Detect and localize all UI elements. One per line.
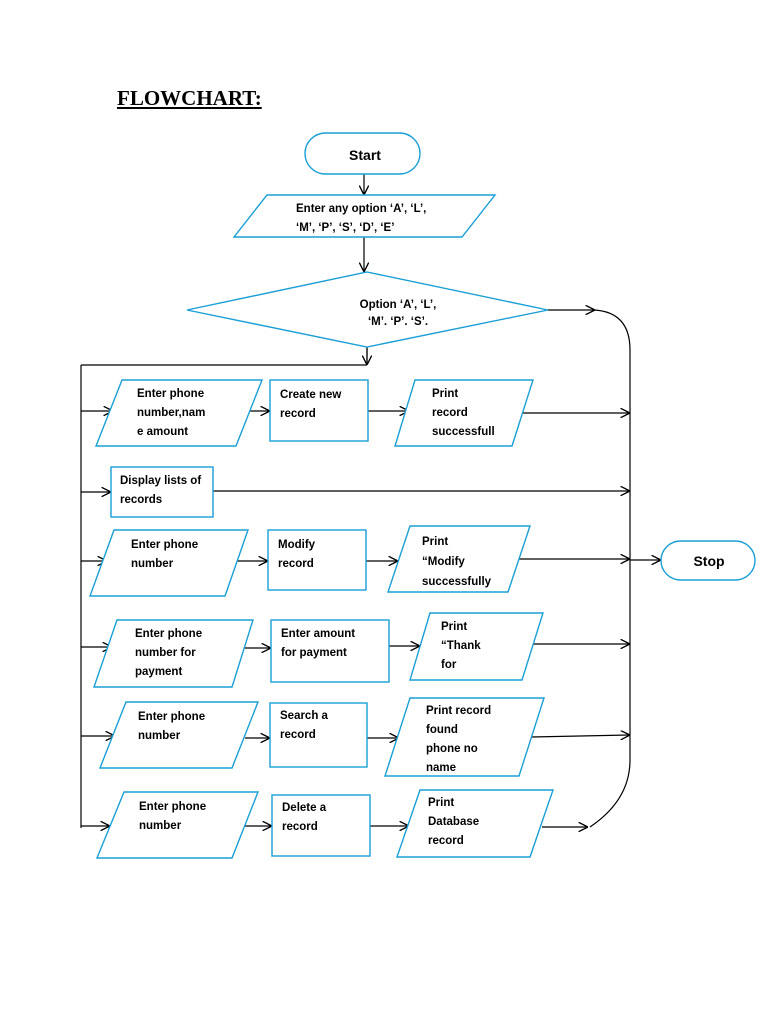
node-label-row-p-input-1: number for	[135, 647, 196, 659]
node-shape-row-s-process	[269, 702, 368, 768]
node-row-p-input: Enter phone number for payment	[93, 619, 254, 688]
node-row-d-input: Enter phone number	[95, 791, 260, 859]
node-row-l-process: Display lists of records	[110, 466, 214, 518]
node-label-stop-0: Stop	[693, 553, 724, 569]
node-row-p-output: Print “Thank for	[409, 612, 544, 681]
node-label-row-s-output-1: found	[426, 724, 458, 736]
node-shape-row-s-output	[384, 697, 545, 777]
flowchart-heading: FLOWCHART:	[117, 86, 262, 110]
node-label-row-p-process-1: for payment	[281, 647, 347, 659]
node-start: Start	[304, 132, 421, 175]
node-row-m-output: Print “Modify successfully	[387, 525, 531, 593]
node-label-row-a-input-1: number,nam	[137, 407, 205, 419]
node-label-row-d-process-0: Delete a	[282, 802, 327, 814]
node-shape-row-d-input	[95, 791, 260, 859]
node-shape-row-l-process	[110, 466, 214, 518]
node-label-row-s-process-0: Search a	[280, 710, 329, 722]
node-label-row-d-input-1: number	[139, 820, 182, 832]
node-label-row-a-input-0: Enter phone	[137, 388, 204, 400]
node-label-start-0: Start	[349, 147, 381, 163]
node-row-a-process: Create new record	[269, 379, 369, 442]
node-label-input-option-1: ‘M’, ‘P’, ‘S’, ‘D’, ‘E’	[296, 222, 394, 234]
node-label-row-p-output-1: “Thank	[441, 640, 481, 652]
node-label-row-s-output-2: phone no	[426, 743, 478, 755]
node-label-row-m-input-0: Enter phone	[131, 539, 198, 551]
node-shape-row-m-output	[387, 525, 531, 593]
node-shape-row-a-process	[269, 379, 369, 442]
node-label-row-s-process-1: record	[280, 729, 316, 741]
node-label-row-p-input-0: Enter phone	[135, 628, 202, 640]
node-row-p-process: Enter amount for payment	[270, 619, 390, 683]
node-shape-row-a-input	[94, 379, 264, 447]
node-label-row-a-output-1: record	[432, 407, 468, 419]
node-shape-row-d-process	[271, 794, 371, 857]
node-label-row-a-output-0: Print	[432, 388, 458, 400]
node-label-row-d-input-0: Enter phone	[139, 801, 206, 813]
node-shape-start	[304, 132, 421, 175]
node-stop: Stop	[660, 540, 756, 581]
node-shape-row-m-input	[89, 529, 249, 597]
node-row-d-process: Delete a record	[271, 794, 371, 857]
node-label-row-m-output-2: successfully	[422, 576, 492, 588]
node-label-row-d-output-2: record	[428, 835, 464, 847]
node-shape-row-m-process	[267, 529, 367, 591]
node-label-row-d-output-0: Print	[428, 797, 454, 809]
node-row-m-process: Modify record	[267, 529, 367, 591]
node-label-row-s-output-0: Print record	[426, 705, 491, 717]
node-label-row-m-input-1: number	[131, 558, 174, 570]
node-label-input-option-0: Enter any option ‘A’, ‘L’,	[296, 203, 426, 215]
node-label-row-p-process-0: Enter amount	[281, 628, 355, 640]
node-shape-row-p-output	[409, 612, 544, 681]
node-row-a-output: Print record successfull	[394, 379, 534, 447]
node-shape-row-p-process	[270, 619, 390, 683]
node-label-row-s-input-1: number	[138, 730, 181, 742]
node-label-decision-1: ‘M’. ‘P’. ‘S’.	[368, 316, 428, 328]
node-label-row-p-output-2: for	[441, 659, 457, 671]
node-decision: Option ‘A’, ‘L’, ‘M’. ‘P’. ‘S’.	[186, 271, 549, 348]
node-label-row-l-process-1: records	[120, 494, 162, 506]
node-row-m-input: Enter phone number	[89, 529, 249, 597]
node-shape-row-a-output	[394, 379, 534, 447]
node-shape-input-option	[232, 194, 497, 238]
node-label-decision-0: Option ‘A’, ‘L’,	[360, 299, 437, 311]
node-row-s-process: Search a record	[269, 702, 368, 768]
node-shape-decision	[186, 271, 549, 348]
node-label-row-a-process-0: Create new	[280, 389, 341, 401]
node-label-row-l-process-0: Display lists of	[120, 475, 201, 487]
node-label-row-s-input-0: Enter phone	[138, 711, 205, 723]
node-row-a-input: Enter phone number,nam e amount	[94, 379, 264, 447]
node-shape-row-d-output	[396, 789, 554, 858]
node-row-s-input: Enter phone number	[98, 701, 260, 769]
node-shape-stop	[660, 540, 756, 581]
node-label-row-m-output-1: “Modify	[422, 556, 465, 568]
node-label-row-m-process-0: Modify	[278, 539, 316, 551]
node-label-row-a-output-2: successfull	[432, 426, 495, 438]
node-shape-row-s-input	[98, 701, 260, 769]
node-label-row-a-input-2: e amount	[137, 426, 188, 438]
node-label-row-d-output-1: Database	[428, 816, 479, 828]
node-label-row-p-input-2: payment	[135, 666, 182, 678]
edge-stop-rail	[589, 309, 631, 828]
node-label-row-m-process-1: record	[278, 558, 314, 570]
node-label-row-m-output-0: Print	[422, 536, 448, 548]
node-shape-row-p-input	[93, 619, 254, 688]
node-row-s-output: Print record found phone no name	[384, 697, 545, 777]
node-label-row-p-output-0: Print	[441, 621, 467, 633]
edge-s-out-to-rail	[530, 735, 629, 737]
node-input-option: Enter any option ‘A’, ‘L’, ‘M’, ‘P’, ‘S’,…	[232, 194, 497, 238]
node-label-row-a-process-1: record	[280, 408, 316, 420]
node-label-row-s-output-3: name	[426, 762, 456, 774]
node-label-row-d-process-1: record	[282, 821, 318, 833]
